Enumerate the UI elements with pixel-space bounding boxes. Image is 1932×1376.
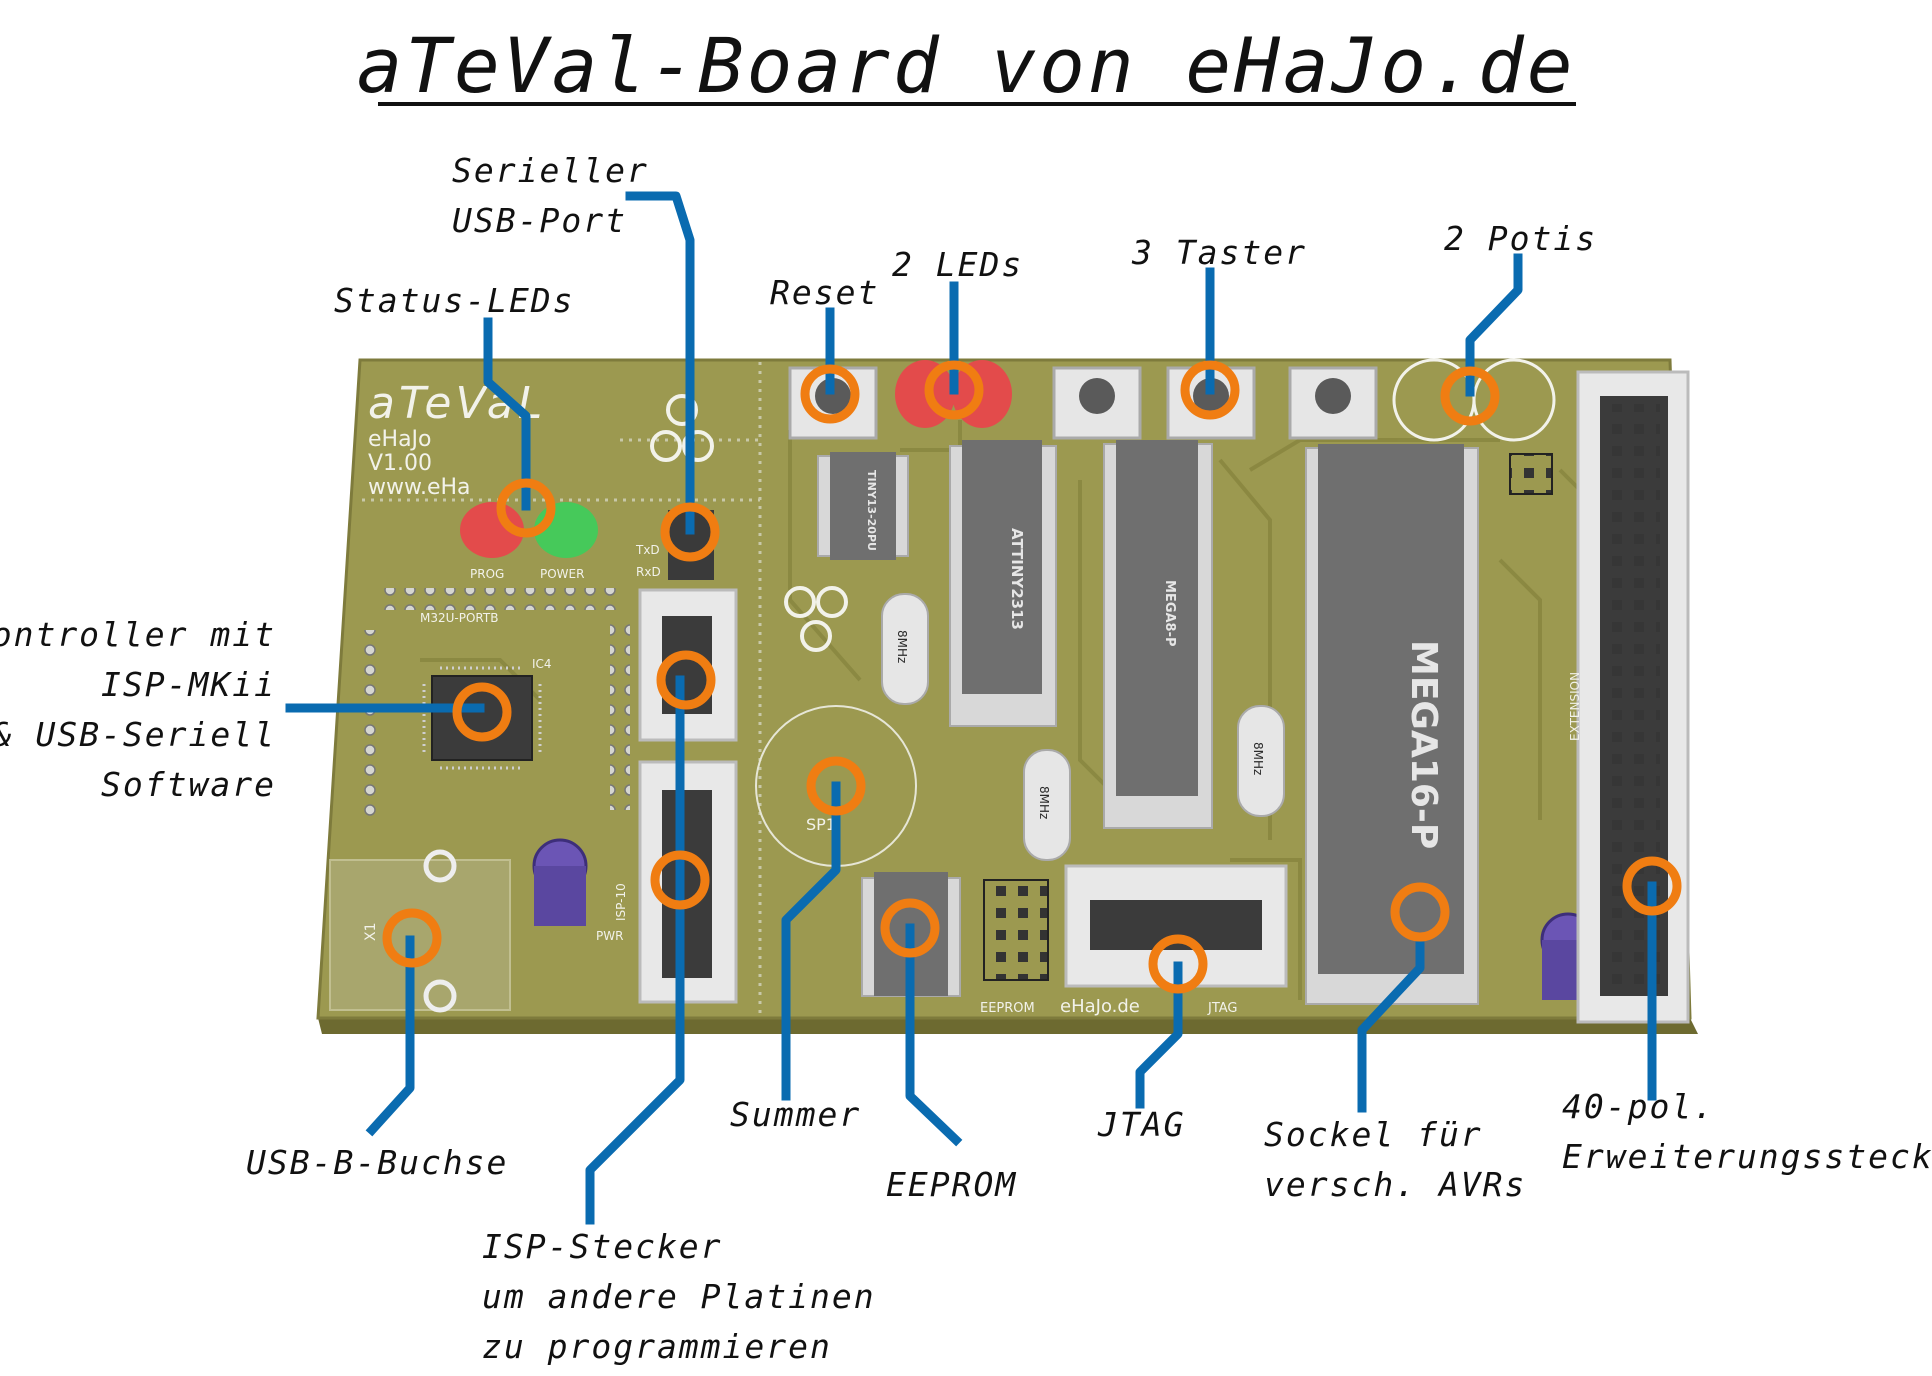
button-s3	[1288, 366, 1378, 440]
tiny13-socket: TINY13-20PU	[817, 452, 909, 560]
pcb-board: aTeVaL eHaJo V1.00 www.eHa PROG POWER M3…	[316, 358, 1698, 1034]
callout-labels: Serieller USB-Port Status-LEDs Reset 2 L…	[0, 151, 1932, 1366]
svg-text:8MHz: 8MHz	[895, 630, 909, 663]
speaker-label: SP1	[806, 815, 836, 834]
board-url-silk: www.eHa	[368, 475, 471, 500]
callout-controller-4: Software	[101, 765, 276, 804]
callout-usb-b: USB-B-Buchse	[246, 1143, 508, 1182]
leader-jtag	[1135, 961, 1183, 1109]
callout-extension-2: Erweiterungsstecker	[1562, 1137, 1932, 1176]
portb-label: M32U-PORTB	[420, 611, 498, 625]
leader-eeprom	[905, 923, 963, 1147]
cc-logo-2	[784, 586, 848, 652]
mega16-text: MEGA16-P	[1403, 640, 1444, 849]
page-title: aTeVal-Board von eHaJo.de	[357, 21, 1576, 110]
isp10-label: ISP-10	[614, 883, 628, 921]
eeprom-silk: EEPROM	[980, 1001, 1035, 1016]
leader-usb-b	[365, 935, 415, 1137]
button-s2	[1166, 366, 1256, 440]
cc-logo	[650, 394, 714, 462]
ic4-label: IC4	[532, 657, 552, 671]
usb-label: X1	[363, 923, 379, 942]
svg-text:8MHz: 8MHz	[1037, 786, 1051, 819]
callout-controller-2: ISP-MKii	[101, 665, 276, 704]
button-s1	[1052, 366, 1142, 440]
rxd-label: RxD	[636, 565, 661, 579]
board-version-silk: V1.00	[368, 451, 432, 476]
tiny13-text: TINY13-20PU	[865, 470, 878, 551]
marker-two-leds	[924, 360, 984, 420]
leader-isp	[585, 675, 685, 1225]
jtag-silk: JTAG	[1207, 1001, 1238, 1016]
marker-three-buttons	[1180, 360, 1240, 420]
marker-buzzer	[806, 756, 866, 816]
leader-lines	[285, 191, 1657, 1225]
marker-two-pots	[1440, 366, 1500, 426]
svg-text:8MHz: 8MHz	[1251, 742, 1265, 775]
marker-jtag	[1148, 934, 1208, 994]
callout-buzzer: Summer	[730, 1095, 861, 1134]
usb-b-jack	[329, 859, 511, 1011]
callout-three-buttons: 3 Taster	[1131, 233, 1307, 272]
marker-extension	[1622, 856, 1682, 916]
extension-header	[1576, 370, 1690, 1024]
callout-serial-usb-1: Serieller	[452, 151, 649, 190]
callout-reset: Reset	[770, 273, 879, 312]
marker-serial-usb	[660, 502, 720, 562]
marker-eeprom	[880, 898, 940, 958]
callout-isp-1: ISP-Stecker	[482, 1227, 723, 1266]
leader-socket	[1357, 941, 1425, 1113]
potentiometers	[1392, 358, 1556, 442]
adc-jumper	[1509, 453, 1553, 495]
callout-controller-1: Controller mit	[0, 615, 276, 654]
crystal-q1: 8MHz	[881, 593, 929, 705]
callout-serial-usb-2: USB-Port	[452, 201, 627, 240]
callout-eeprom: EEPROM	[886, 1165, 1017, 1204]
mega8-text: MEGA8-P	[1162, 580, 1177, 647]
marker-socket	[1390, 882, 1450, 942]
txd-label: TxD	[635, 543, 660, 557]
led-prog-label: PROG	[470, 567, 504, 581]
marker-isp10	[650, 850, 710, 910]
mega8-socket: MEGA8-P	[1103, 440, 1213, 829]
callout-socket-1: Sockel für	[1264, 1115, 1483, 1154]
callout-jtag: JTAG	[1097, 1105, 1185, 1144]
attiny2313-socket: ATTINY2313	[949, 440, 1057, 727]
footer-brand-silk: eHaJo.de	[1060, 996, 1140, 1017]
callout-isp-3: zu programmieren	[482, 1327, 832, 1366]
eeprom-jumper	[983, 879, 1049, 981]
board-maker-silk: eHaJo	[368, 427, 432, 452]
board-name-silk: aTeVaL	[368, 378, 546, 429]
marker-isp6	[656, 650, 716, 710]
leader-buzzer	[781, 781, 841, 1101]
marker-reset	[800, 364, 860, 424]
leader-two-pots	[1465, 253, 1523, 397]
led-prog	[460, 502, 524, 558]
portb-header	[380, 588, 620, 610]
crystal-q4: 8MHz	[1023, 749, 1071, 861]
markers	[382, 360, 1682, 994]
attiny2313-text: ATTINY2313	[1008, 528, 1026, 630]
leader-status-leds	[483, 317, 531, 511]
led-power-label: POWER	[540, 567, 584, 581]
crystal-q3: 8MHz	[1237, 705, 1285, 817]
marker-controller	[452, 682, 512, 742]
marker-status-leds	[496, 478, 556, 538]
marker-usb-b	[382, 908, 442, 968]
callout-two-leds: 2 LEDs	[892, 245, 1023, 284]
callout-extension-1: 40-pol.	[1562, 1087, 1715, 1126]
extension-silk: EXTENSION	[1568, 672, 1582, 741]
callout-status-leds: Status-LEDs	[334, 281, 575, 320]
callout-socket-2: versch. AVRs	[1264, 1165, 1526, 1204]
callout-controller-3: & USB-Seriell	[0, 715, 276, 754]
callout-two-pots: 2 Potis	[1444, 219, 1597, 258]
leader-serial-usb	[625, 191, 695, 535]
pwr-label: PWR	[596, 929, 623, 943]
callout-isp-2: um andere Platinen	[482, 1277, 876, 1316]
